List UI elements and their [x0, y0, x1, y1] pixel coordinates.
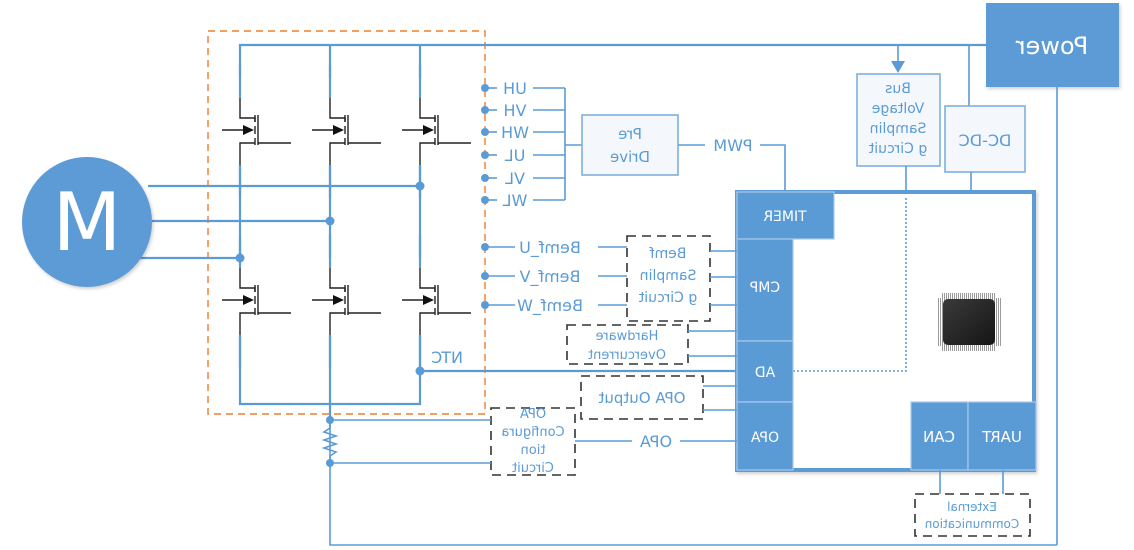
mcu-peripheral-ad: AD — [736, 340, 794, 403]
high-side-mosfet-2 — [312, 65, 381, 198]
gate-signal-label: UH — [503, 79, 527, 98]
svg-text:Power: Power — [1016, 32, 1089, 60]
bemf-signal-2: Bemf_V — [481, 267, 627, 287]
bemf-signal-3: Bemf_W — [481, 296, 627, 316]
mcu-peripheral-opa: OPA — [736, 401, 794, 471]
svg-text:Configura: Configura — [501, 425, 564, 440]
bemf-signal-label: Bemf_W — [517, 296, 583, 316]
svg-text:Samplin: Samplin — [870, 121, 927, 137]
svg-text:g Circuit: g Circuit — [638, 290, 697, 306]
high-side-mosfet-3 — [402, 65, 471, 198]
ntc-label: NTC — [431, 348, 463, 367]
gate-signal-vh: VH — [481, 101, 565, 120]
bemf-signal-1: Bemf_U — [481, 238, 627, 258]
svg-text:Bus: Bus — [885, 81, 911, 97]
svg-text:Communication: Communication — [925, 517, 1020, 531]
phase-node-w — [235, 253, 245, 263]
bemf-sampling-block: Bemf Samplin g Circuit — [626, 235, 737, 322]
svg-text:Samplin: Samplin — [640, 268, 697, 284]
gate-signal-bus: UH VH WH UL VL WL — [481, 79, 565, 210]
svg-text:External: External — [947, 500, 997, 514]
svg-text:Pre: Pre — [618, 125, 642, 143]
svg-text:Voltage: Voltage — [872, 101, 925, 117]
hardware-overcurrent-block: Hardware Overcurrent — [566, 324, 737, 365]
svg-text:Hardware: Hardware — [596, 329, 659, 344]
svg-text:UART: UART — [981, 428, 1022, 446]
svg-text:Bemf: Bemf — [649, 246, 687, 262]
svg-text:CMP: CMP — [750, 280, 780, 296]
phase-node-v — [325, 216, 335, 226]
pre-drive-block: Pre Drive — [581, 114, 679, 176]
opa-configuration-block: OPA Configura tion Circuit — [490, 407, 576, 476]
svg-text:Overcurrent: Overcurrent — [588, 348, 666, 363]
gate-signal-ul: UL — [481, 146, 565, 165]
arrow-down-icon — [891, 61, 905, 73]
pwm-label: PWM — [713, 136, 752, 155]
high-side-mosfet-1 — [222, 65, 291, 198]
svg-text:DC-DC: DC-DC — [959, 131, 1012, 150]
bemf-signal-lines: Bemf_U Bemf_V Bemf_W — [481, 238, 627, 316]
svg-text:AD: AD — [755, 365, 775, 381]
low-side-mosfet-2 — [312, 235, 381, 368]
opa-output-block: OPA Output — [580, 375, 737, 420]
high-side-mosfets — [222, 65, 471, 198]
external-communication-block: External Communication — [914, 493, 1031, 537]
power-stage-boundary — [207, 30, 486, 415]
gate-signal-label: VL — [505, 169, 525, 188]
opa-signal-label: OPA — [640, 432, 672, 451]
motor-label: M — [52, 176, 121, 269]
mcu-peripheral-uart: UART — [967, 401, 1037, 471]
svg-text:OPA Output: OPA Output — [598, 389, 685, 407]
gate-signal-uh: UH — [481, 79, 565, 98]
svg-text:Drive: Drive — [610, 148, 650, 166]
svg-text:Circuit: Circuit — [512, 461, 554, 476]
mcu-peripheral-timer: TIMER — [736, 191, 835, 240]
svg-text:OPA: OPA — [520, 407, 546, 422]
dc-dc-block: DC-DC — [944, 105, 1026, 192]
ad-bus-voltage-link — [793, 196, 907, 372]
mcu-peripheral-cmp: CMP — [736, 238, 794, 342]
svg-text:tion: tion — [521, 443, 546, 458]
gate-signal-label: UL — [505, 146, 526, 165]
gate-signal-label: WL — [503, 191, 528, 210]
mcu-peripheral-can: CAN — [910, 401, 969, 471]
bus-voltage-sampling-block: Bus Voltage Samplin g Circuit — [856, 45, 941, 192]
microcontroller-chip-icon — [937, 293, 1001, 351]
phase-wiring — [140, 165, 737, 418]
svg-text:TIMER: TIMER — [763, 209, 808, 225]
svg-text:OPA: OPA — [751, 430, 780, 446]
low-side-mosfet-1 — [222, 235, 291, 368]
shunt-resistor — [321, 416, 491, 467]
svg-text:CAN: CAN — [923, 428, 955, 446]
gate-signal-label: WH — [501, 123, 529, 142]
phase-node-u — [415, 181, 425, 191]
bemf-signal-label: Bemf_V — [519, 267, 580, 287]
gate-signal-vl: VL — [481, 169, 565, 188]
gate-signal-wh: WH — [481, 123, 565, 142]
svg-text:g Circuit: g Circuit — [868, 141, 927, 157]
gate-signal-label: VH — [504, 101, 527, 120]
bemf-signal-label: Bemf_U — [519, 238, 581, 258]
motor — [22, 157, 152, 287]
gate-signal-wl: WL — [481, 191, 565, 210]
power-block: Power — [986, 3, 1119, 545]
